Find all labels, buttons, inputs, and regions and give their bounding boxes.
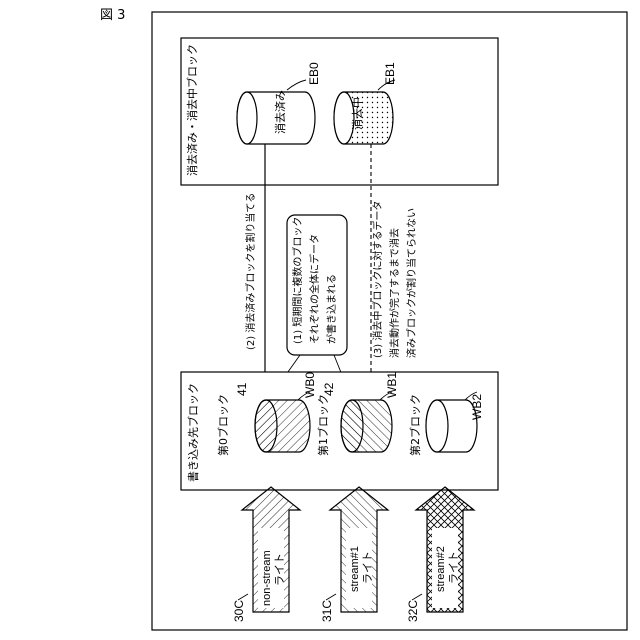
eb1-cylinder: 消去中 [334, 92, 393, 144]
figure-title: 図 3 [100, 8, 125, 23]
write-ref-0-leader [238, 594, 248, 600]
wb1-ref: 42 [322, 382, 336, 396]
wb1-cylinder [341, 400, 392, 452]
step3-line3: 済みブロックが割り当てられない [405, 208, 418, 358]
write-ref-2-leader [412, 594, 422, 600]
write-arrow-1-line1: stream#1 [349, 546, 361, 592]
write-arrow-0-line1: non-stream [261, 550, 273, 606]
wb1-id: WB1 [385, 372, 399, 398]
wb2-id: WB2 [470, 394, 484, 420]
erased-area-label: 消去済み・消去中ブロック [185, 44, 199, 176]
eb1-id: EB1 [383, 62, 397, 85]
step3-text: (3) 消去中ブロックに対するデータ 消去動作が完了するまで消去 済みブロックが… [371, 201, 418, 358]
write-arrow-2-line1: stream#2 [435, 546, 447, 592]
write-area-label: 書き込み先ブロック [186, 383, 200, 482]
write-blocks-group: 書き込み先ブロック 第0ブロック 41 WB0 第1ブロック 42 WB1 第2… [181, 372, 498, 490]
step1-line1: (1) 短期間に複数のブロック [291, 217, 304, 344]
step3-line2: 消去動作が完了するまで消去 [388, 228, 401, 358]
eb0-text: 消去済み [273, 90, 287, 134]
write-arrow-0-line2: ライト [273, 553, 286, 586]
write-ref-1-leader [326, 594, 336, 600]
write-arrow-stream1: stream#1 ライト [330, 487, 388, 612]
step1-line2: それぞれの全体にデータ [308, 234, 321, 344]
step2-text: (2) 消去済みブロックを割り当てる [244, 193, 257, 350]
write-ref-1: 31C [320, 600, 334, 622]
eb0-id: EB0 [307, 62, 321, 85]
wb0-label: 第0ブロック [216, 394, 230, 456]
erased-blocks-group: 消去済み・消去中ブロック 消去済み EB0 消去中 EB1 [181, 38, 498, 185]
wb0-id: WB0 [303, 372, 317, 398]
write-ref-2: 32C [406, 600, 420, 622]
wb0-ref: 41 [235, 382, 249, 396]
write-arrow-non-stream: non-stream ライト [242, 487, 300, 612]
wb0-cylinder [255, 400, 310, 452]
write-arrow-stream2: stream#2 ライト [416, 487, 474, 612]
write-arrow-2-line2: ライト [447, 551, 460, 584]
eb1-text: 消去中 [350, 97, 364, 130]
step1-line3: が書き込まれる [325, 274, 338, 344]
eb0-cylinder: 消去済み [237, 90, 315, 144]
wb1-label: 第1ブロック [316, 394, 330, 456]
wb2-label: 第2ブロック [408, 394, 422, 456]
step3-line1: (3) 消去中ブロックに対するデータ [371, 201, 384, 358]
write-arrow-1-line2: ライト [361, 551, 374, 584]
write-ref-0: 30C [232, 600, 246, 622]
